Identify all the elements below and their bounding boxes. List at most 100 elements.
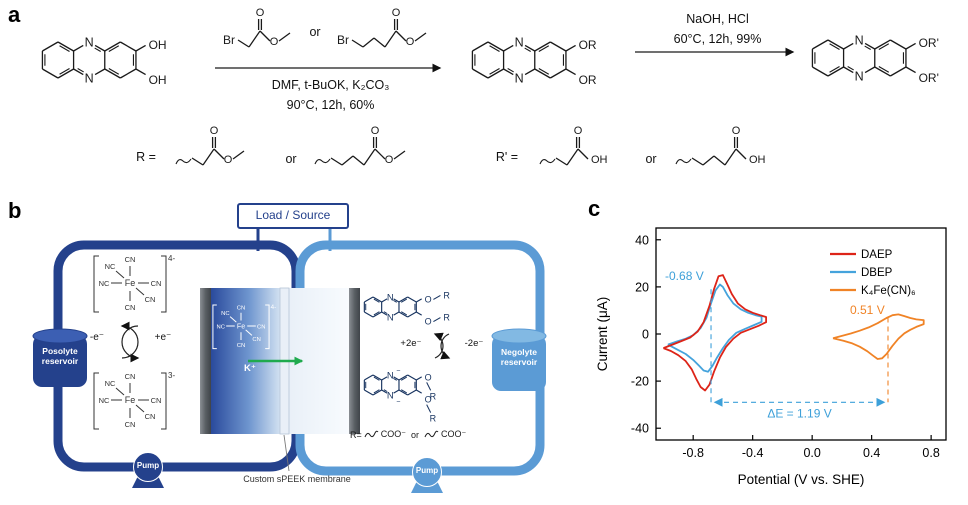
negolyte-line1: Negolyte (501, 347, 537, 357)
x-axis-title: Potential (V vs. SHE) (738, 472, 865, 487)
cv-curve-K₄Fe(CN)₆ (832, 313, 925, 360)
hydroxyl-label: OH (591, 154, 608, 166)
x-tick-label: 0.8 (922, 446, 939, 460)
electron-cycle-arrow (121, 325, 140, 363)
ligand-label: CN (125, 420, 136, 429)
r-prime-or-text: or (645, 152, 657, 166)
redox1-potential-label: -0.68 V (665, 269, 704, 283)
oxygen-atom-label: O (224, 154, 233, 166)
reagent-or-text: or (309, 25, 321, 39)
r-group-label: R (443, 290, 450, 300)
oxygen-atom-label: O (385, 154, 394, 166)
panel-a-label: a (8, 2, 21, 27)
substituent-label: OR' (919, 71, 939, 85)
or-label: or (411, 429, 420, 440)
oxygen-atom-label: O (270, 36, 279, 48)
ligand-label: CN (252, 337, 260, 343)
iron-atom-label: Fe (125, 395, 136, 405)
ligand-label: CN (125, 255, 136, 264)
carboxylate-label: COO⁻ (441, 429, 467, 439)
charge-label: − (396, 398, 400, 406)
substituent-label: O (425, 372, 432, 382)
redox-cycle-arrow (440, 333, 451, 360)
cv-curve-DAEP (663, 274, 767, 392)
ligand-label: CN (257, 324, 265, 330)
iron-atom-label: Fe (125, 278, 136, 288)
negolyte-reservoir-label: Negolyte reservoir (492, 347, 546, 367)
substituent-label: OR' (919, 36, 939, 50)
substituent-label: O (425, 317, 432, 327)
legend-label: K₄Fe(CN)₆ (861, 285, 916, 297)
y-tick-label: 0 (642, 328, 649, 342)
ligand-label: NC (105, 262, 116, 271)
x-tick-label: -0.8 (682, 446, 704, 460)
y-tick-label: -20 (631, 375, 649, 389)
r-prime-definition-label: R' = (495, 150, 519, 164)
plus-electron-label: +e⁻ (154, 332, 172, 343)
ligand-label: NC (105, 379, 116, 388)
r-or-text: or (285, 152, 297, 166)
minus-2e-label: -2e⁻ (464, 338, 484, 349)
load-source-box: Load / Source (237, 203, 349, 229)
pump-left-label: Pump (136, 461, 160, 470)
ligand-label: CN (145, 295, 156, 304)
pump-left (133, 452, 163, 482)
nitrogen-atom-label: N (515, 71, 524, 85)
x-tick-label: 0.4 (863, 446, 880, 460)
electrode-left (200, 288, 211, 434)
redox2-potential-label: 0.51 V (850, 303, 885, 317)
nitrogen-atom-label: N (387, 292, 394, 303)
negolyte-line2: reservoir (500, 357, 538, 367)
r-group-label: R (443, 313, 450, 323)
ligand-label: CN (151, 279, 162, 288)
ligand-label: CN (145, 412, 156, 421)
delta-e-label: ΔE = 1.19 V (767, 406, 831, 420)
nitrogen-atom-label: N (387, 312, 394, 323)
step1-conditions-line1: DMF, t-BuOK, K₂CO₃ (271, 78, 390, 92)
substituent-label: OR (579, 73, 597, 87)
panel-b-label: b (8, 198, 22, 223)
ligand-label: CN (125, 303, 136, 312)
nitrogen-atom-label: N (515, 35, 524, 49)
posolyte-line2: reservoir (41, 356, 79, 366)
substituent-label: OR (579, 38, 597, 52)
r-group-label: R (430, 391, 437, 401)
oxygen-atom-label: O (732, 125, 741, 137)
membrane-label: Custom sPEEK membrane (243, 474, 351, 484)
carboxylate-label: COO⁻ (380, 429, 407, 439)
posolyte-line1: Posolyte (42, 346, 78, 356)
ligand-label: CN (151, 396, 162, 405)
y-tick-label: 20 (635, 280, 649, 294)
bromine-atom-label: Br (337, 33, 349, 47)
r-group-label: R (430, 414, 437, 424)
oxygen-atom-label: O (392, 7, 401, 19)
posolyte-reservoir-label: Posolyte reservoir (33, 346, 87, 366)
substituent-label: OH (149, 38, 167, 52)
oxygen-atom-label: O (574, 125, 583, 137)
legend-label: DAEP (861, 249, 893, 261)
oxygen-atom-label: O (371, 125, 380, 137)
r-equals-label: R= (350, 429, 362, 440)
legend-label: DBEP (861, 267, 893, 279)
negolyte-reservoir (492, 335, 546, 391)
oxygen-atom-label: O (406, 36, 415, 48)
x-tick-label: -0.4 (742, 446, 764, 460)
ligand-label: NC (99, 396, 110, 405)
plus-2e-label: +2e⁻ (400, 338, 422, 349)
complex-charge-label: 4- (271, 304, 277, 311)
potassium-ion-label: K⁺ (244, 363, 256, 374)
ligand-label: CN (237, 306, 245, 312)
load-source-label: Load / Source (255, 208, 331, 222)
negolyte-r-definition: R= COO⁻ or COO⁻ (350, 429, 466, 440)
substituent-label: OH (149, 73, 167, 87)
step1-conditions-line2: 90°C, 12h, 60% (286, 98, 375, 112)
panel-c-label: c (588, 196, 601, 221)
ligand-label: NC (216, 324, 224, 330)
pump-right-label: Pump (415, 466, 439, 475)
minus-electron-label: -e⁻ (89, 332, 105, 343)
step2-conditions-line1: NaOH, HCl (686, 12, 749, 26)
